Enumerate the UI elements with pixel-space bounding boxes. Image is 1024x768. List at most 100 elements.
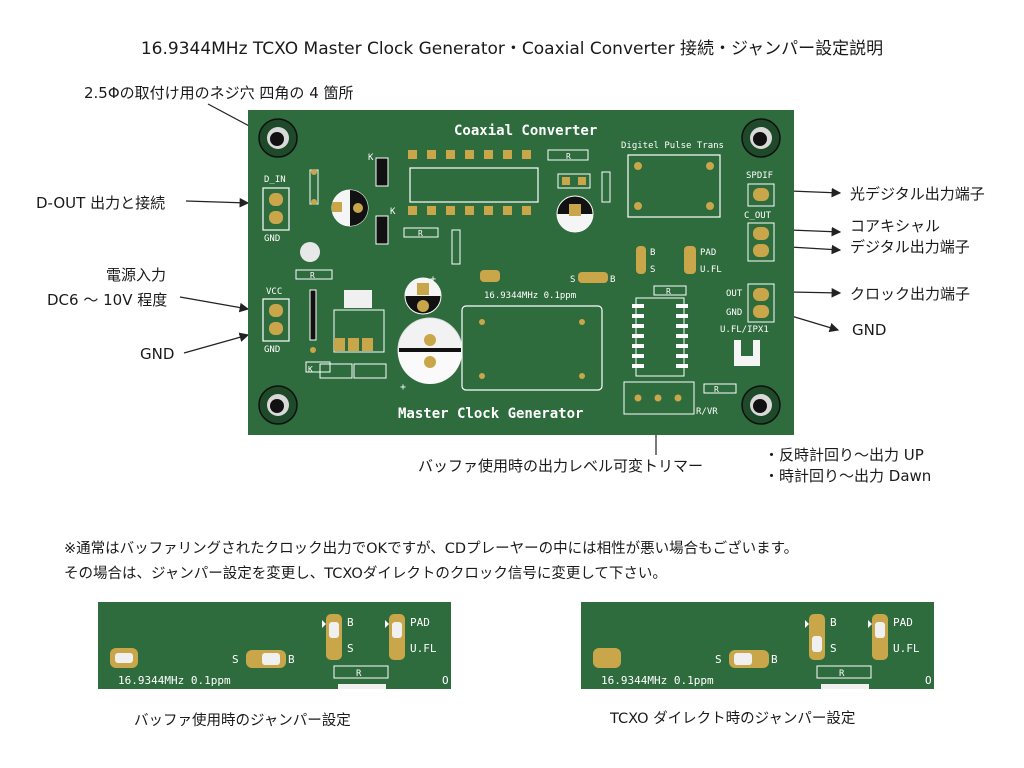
pulse-trans-outline xyxy=(627,154,721,218)
screw-hole-tl xyxy=(258,118,298,158)
label-ccw: ・反時計回り～出力 UP xyxy=(764,446,924,464)
pcb-out-label: OUT xyxy=(726,289,743,299)
diode-1 xyxy=(375,157,389,187)
direct-b: B xyxy=(830,616,837,629)
jumper-sb-b: B xyxy=(650,248,655,258)
small-part-1 xyxy=(305,361,331,373)
pcb-top-title: Coaxial Converter xyxy=(454,123,597,139)
jumper-freq-s: S xyxy=(570,275,575,285)
small-part-1-k: K xyxy=(308,365,313,374)
screw-hole-bl xyxy=(258,385,298,425)
pcb-d-in-label: D_IN xyxy=(264,175,286,185)
dip-ic-pins-top xyxy=(408,150,531,159)
spdif-outline xyxy=(747,183,775,207)
resistor-h3-r: R xyxy=(566,152,571,161)
buffer-r: R xyxy=(356,669,362,679)
pcb-d-in-gnd: GND xyxy=(264,234,280,244)
resistor-v2 xyxy=(309,289,317,341)
note-line-1: ※通常はバッファリングされたクロック出力でOKですが、CDプレーヤーの中には相性… xyxy=(64,541,799,557)
pcb-pulse-trans-label: Digitel Pulse Trans xyxy=(621,141,724,151)
note-line-2: その場合は、ジャンパー設定を変更し、TCXOダイレクトのクロック信号に変更して下… xyxy=(64,566,667,582)
jumper-detail-direct: B S PAD U.FL S B 16.9344MHz 0.1ppm R O xyxy=(581,602,934,689)
vcc-outline xyxy=(262,298,290,342)
resistor-v3 xyxy=(451,229,461,265)
direct-resistor xyxy=(816,665,872,679)
label-power-input: 電源入力 xyxy=(106,266,167,284)
buffer-s: S xyxy=(347,642,354,655)
electrolytic-cap-3 xyxy=(556,195,594,233)
direct-left-pad xyxy=(593,648,621,668)
dip-ic-outline xyxy=(409,167,539,203)
label-d-out: D-OUT 出力と接続 xyxy=(36,194,166,212)
regulator-body xyxy=(333,309,385,353)
jumper-freq-b: B xyxy=(610,275,615,285)
diode-2 xyxy=(375,215,389,245)
electrolytic-cap-1 xyxy=(331,189,369,227)
pcb-c-out-label: C_OUT xyxy=(744,211,772,221)
c-out-outline xyxy=(747,222,775,262)
d-in-pin2 xyxy=(269,211,283,224)
label-clock-out: クロック出力端子 xyxy=(850,285,971,303)
page-title: 16.9344MHz TCXO Master Clock Generator・C… xyxy=(140,39,884,59)
jumper-sb-s: S xyxy=(650,265,655,275)
label-optical-out: 光デジタル出力端子 xyxy=(850,185,985,203)
direct-edge-char: O xyxy=(925,674,932,687)
buffer-freq: 16.9344MHz 0.1ppm xyxy=(118,674,231,687)
pcb-board: Coaxial Converter Master Clock Generator… xyxy=(248,110,794,435)
resistor-h4-r: R xyxy=(666,287,671,296)
caption-direct: TCXO ダイレクト時のジャンパー設定 xyxy=(610,711,856,727)
direct-ufl: U.FL xyxy=(893,642,920,655)
electrolytic-cap-2 xyxy=(404,277,442,315)
resistor-v4 xyxy=(601,171,611,203)
diode-1-k: K xyxy=(368,153,374,163)
label-gnd-right: GND xyxy=(852,321,887,339)
buffer-ufl: U.FL xyxy=(410,642,437,655)
resistor-h1-r: R xyxy=(310,271,315,280)
direct-s2: S xyxy=(715,653,722,666)
buffer-b: B xyxy=(347,616,354,629)
jumper-ufl-label: U.FL xyxy=(700,265,722,275)
resistor-h3 xyxy=(547,149,589,161)
label-cw: ・時計回り～出力 Dawn xyxy=(764,467,932,485)
pcb-freq-label: 16.9344MHz 0.1ppm xyxy=(484,291,576,301)
cap-small xyxy=(300,242,320,262)
pcb-bottom-title: Master Clock Generator xyxy=(398,406,583,422)
label-screw-holes: 2.5Φの取付け用のネジ穴 四角の 4 箇所 xyxy=(84,84,354,102)
trimmer-outline xyxy=(623,381,695,415)
d-in-pin1 xyxy=(269,193,283,206)
pcb-spdif-label: SPDIF xyxy=(746,171,773,181)
jumper-left-freq xyxy=(480,270,500,282)
d-in-outline xyxy=(262,187,290,231)
resistor-h5 xyxy=(703,383,737,394)
jumper-pad-ufl xyxy=(684,246,696,274)
buffer-b2: B xyxy=(288,653,295,666)
screw-hole-br xyxy=(741,385,781,425)
small-part-2 xyxy=(319,363,353,379)
buffer-pad: PAD xyxy=(410,616,430,629)
label-coax-2: デジタル出力端子 xyxy=(850,238,970,256)
pcb-vcc-gnd: GND xyxy=(264,345,280,355)
regulator-tab xyxy=(344,290,372,308)
screw-hole-tr xyxy=(741,118,781,158)
direct-freq: 16.9344MHz 0.1ppm xyxy=(601,674,714,687)
smd-ic-pins xyxy=(632,304,688,368)
resistor-h4 xyxy=(653,285,687,296)
label-coax-1: コアキシャル xyxy=(850,217,941,235)
direct-b2: B xyxy=(771,653,778,666)
jumper-sb-vertical xyxy=(636,246,646,274)
clock-out-outline xyxy=(747,283,775,323)
cap-big-plus: + xyxy=(400,382,406,393)
resistor-h5-r: R xyxy=(714,385,719,394)
pcb-vcc-label: VCC xyxy=(266,287,282,297)
buffer-s2: S xyxy=(232,653,239,666)
buffer-edge-char: O xyxy=(442,674,449,687)
caption-buffer: バッファ使用時のジャンパー設定 xyxy=(134,713,351,729)
pcb-ufl-ipx1: U.FL/IPX1 xyxy=(720,325,769,335)
dip-ic-pins-bottom xyxy=(408,206,531,215)
vcc-pin2 xyxy=(269,322,283,335)
ufl-connector xyxy=(734,340,760,366)
label-power-range: DC6 ～ 10V 程度 xyxy=(47,291,168,309)
direct-r: R xyxy=(839,669,845,679)
resistor-h2-r: R xyxy=(418,229,423,238)
cap-2-plus: + xyxy=(430,274,436,285)
